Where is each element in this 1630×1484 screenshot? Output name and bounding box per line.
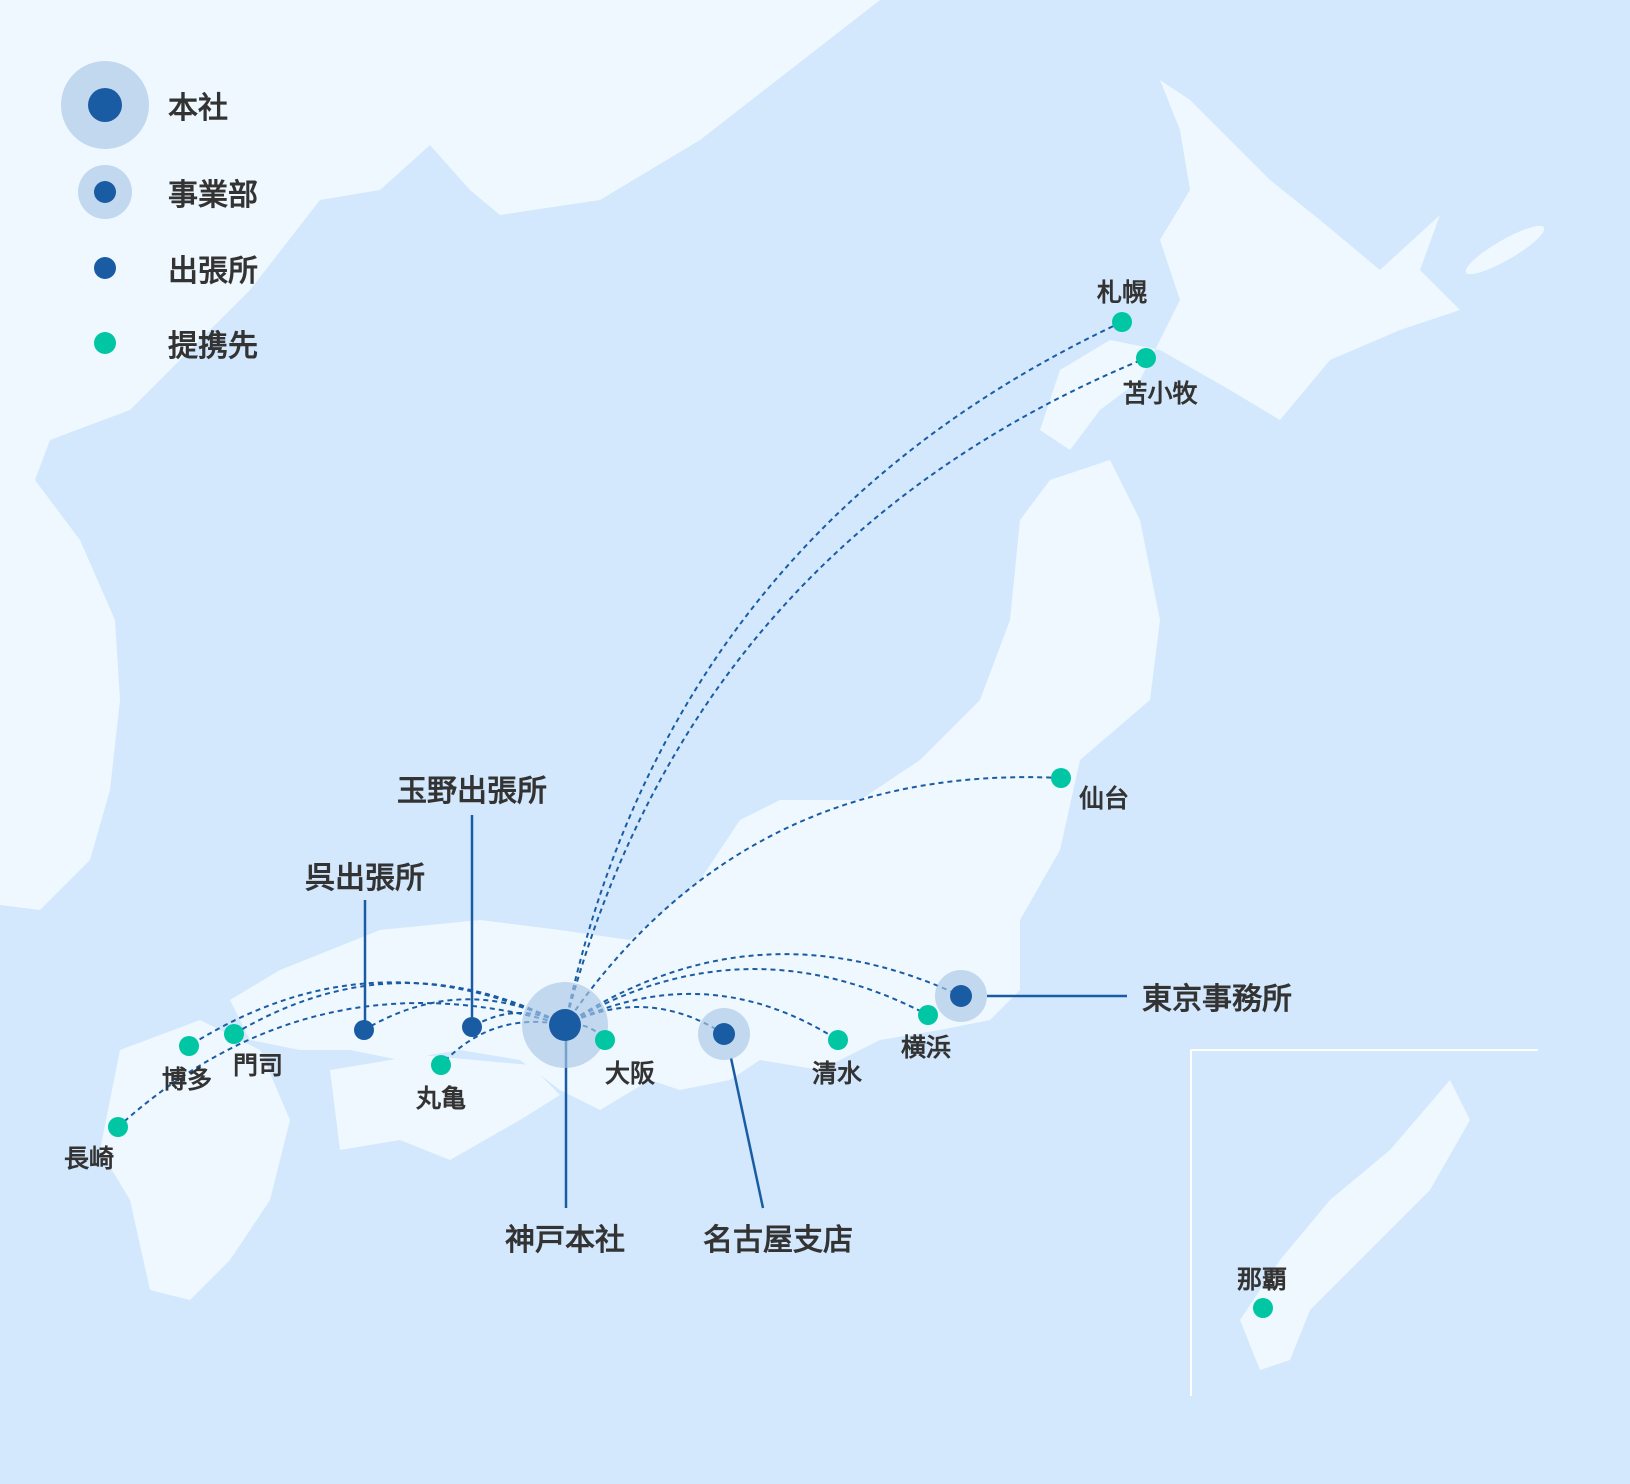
hokkaido: [1040, 80, 1460, 450]
sakhalin-tip: [1465, 225, 1545, 275]
legend-headquarters-dot: [88, 88, 122, 122]
label-tamano: 玉野出張所: [397, 774, 547, 809]
kyushu: [100, 1020, 290, 1300]
marugame-marker[interactable]: [431, 1055, 451, 1075]
label-nagoya: 名古屋支店: [703, 1223, 853, 1258]
label-hakata: 博多: [161, 1065, 213, 1094]
shimizu-marker[interactable]: [828, 1030, 848, 1050]
tamano-marker[interactable]: [462, 1017, 482, 1037]
label-nagasaki: 長崎: [63, 1144, 115, 1173]
label-tokyo: 東京事務所: [1142, 982, 1292, 1017]
label-sendai: 仙台: [1078, 784, 1130, 813]
legend-partner-dot: [94, 332, 116, 354]
naha-marker[interactable]: [1253, 1298, 1273, 1318]
route-arc-tokyo: [564, 953, 962, 1026]
legend-headquarters-label: 本社: [168, 91, 228, 126]
label-kure: 呉出張所: [305, 861, 425, 896]
label-shimizu: 清水: [811, 1059, 863, 1088]
legend-division-label: 事業部: [168, 178, 258, 213]
honshu: [230, 460, 1160, 1110]
sendai-marker[interactable]: [1051, 768, 1071, 788]
label-naha: 那覇: [1236, 1265, 1288, 1294]
okinawa: [1240, 1080, 1470, 1370]
route-arc-hakata: [188, 981, 566, 1047]
label-sapporo: 札幌: [1096, 278, 1148, 307]
route-arc-sendai: [564, 776, 1062, 1026]
legend-branch-label: 出張所: [168, 254, 258, 289]
hakata-marker[interactable]: [179, 1036, 199, 1056]
label-marugame: 丸亀: [415, 1084, 467, 1113]
yokohama-marker[interactable]: [918, 1005, 938, 1025]
tomakomai-marker[interactable]: [1136, 348, 1156, 368]
legend-markers: [61, 61, 149, 354]
route-arc-tomakomai: [564, 357, 1147, 1026]
route-arc-yokohama: [564, 968, 929, 1026]
shikoku: [330, 1055, 560, 1160]
tokyo-marker[interactable]: [950, 985, 972, 1007]
route-arc-marugame: [440, 1020, 566, 1066]
sapporo-marker[interactable]: [1112, 312, 1132, 332]
kure-marker[interactable]: [354, 1020, 374, 1040]
continent-landmass: [0, 0, 880, 910]
legend-branch-dot: [94, 257, 116, 279]
label-kobe: 神戸本社: [505, 1223, 625, 1258]
label-osaka: 大阪: [604, 1059, 656, 1088]
nagasaki-marker[interactable]: [108, 1117, 128, 1137]
okinawa-inset-border: [1190, 1049, 1538, 1396]
kobe-marker[interactable]: [549, 1009, 581, 1041]
label-tomakomai: 苫小牧: [1122, 379, 1198, 408]
label-yokohama: 横浜: [900, 1033, 952, 1062]
nagoya-marker[interactable]: [713, 1023, 735, 1045]
legend-division-dot: [94, 181, 116, 203]
legend-partner-label: 提携先: [168, 329, 258, 364]
label-moji: 門司: [232, 1051, 284, 1080]
osaka-marker[interactable]: [595, 1030, 615, 1050]
moji-marker[interactable]: [224, 1024, 244, 1044]
